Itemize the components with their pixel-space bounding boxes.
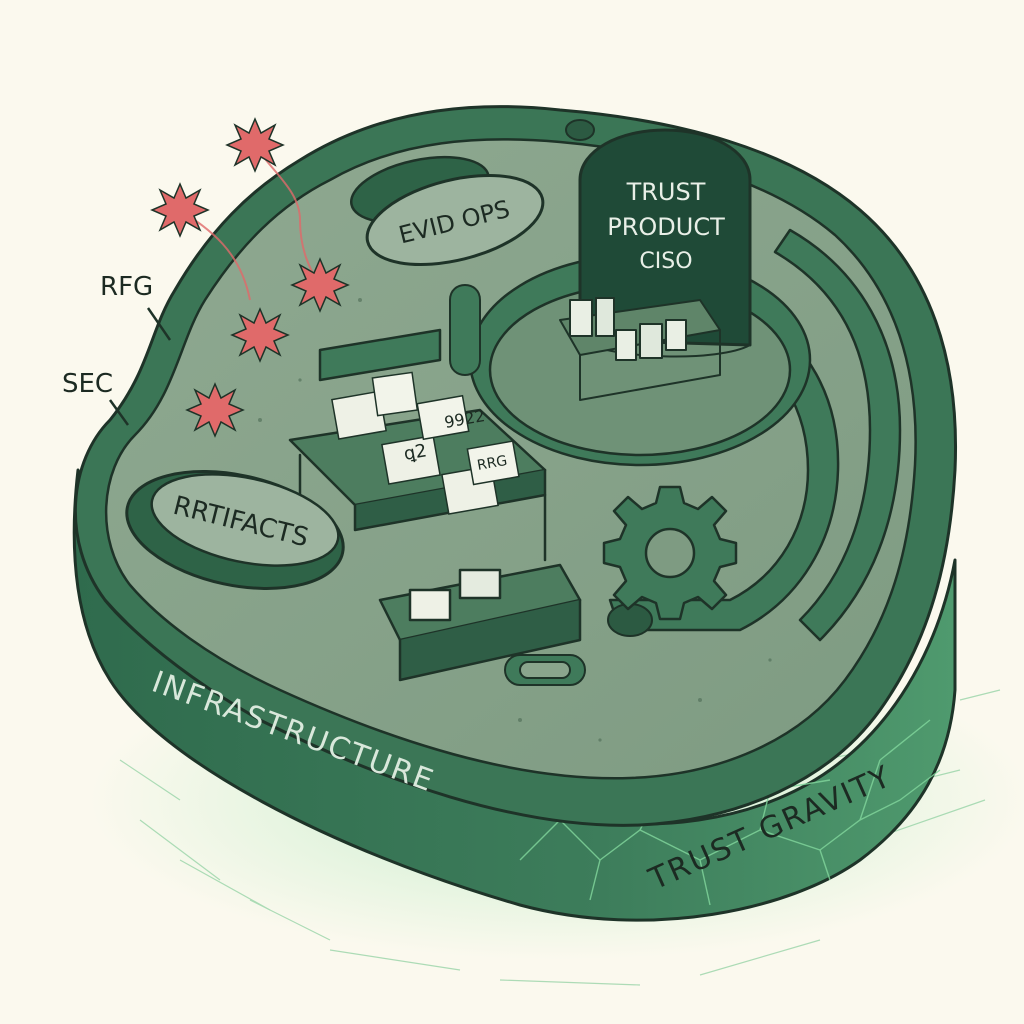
rfg-label: RFG	[100, 272, 153, 302]
nucleus-shelf	[559, 297, 721, 401]
product-label: PRODUCT	[607, 213, 725, 241]
virus-icon	[225, 117, 285, 173]
document-stack	[331, 371, 520, 515]
gear-icon	[602, 485, 738, 621]
virus-icon	[185, 382, 245, 438]
er-bands	[608, 228, 902, 642]
doc-rrg-label: RRG	[476, 453, 509, 474]
evid-ops-organelle: EVID OPS	[349, 155, 545, 267]
doc-squiggle-label: ꝗ2	[402, 440, 428, 465]
trust-label: TRUST	[626, 178, 706, 206]
virus-group	[150, 117, 350, 438]
virus-icon	[230, 307, 290, 363]
artifacts-organelle: RRTIFACTS	[125, 470, 345, 590]
lower-shelf	[378, 563, 582, 682]
virus-icon	[150, 182, 210, 238]
callout-lines	[108, 307, 172, 426]
virus-icon	[290, 257, 350, 313]
ciso-label: CISO	[639, 249, 692, 274]
sec-label: SEC	[62, 369, 113, 399]
vesicles	[449, 119, 653, 686]
nucleus-tower: TRUST PRODUCT CISO	[578, 128, 752, 358]
